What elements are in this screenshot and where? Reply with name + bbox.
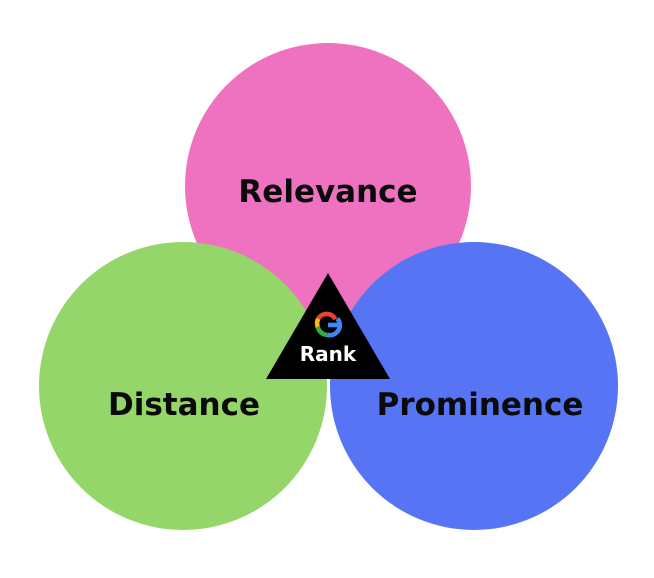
prominence-circle [330, 242, 618, 530]
rank-label: Rank [300, 342, 357, 366]
relevance-circle [185, 43, 471, 329]
prominence-label: Prominence [377, 387, 584, 423]
google-g-icon [314, 311, 343, 338]
distance-label: Distance [108, 387, 260, 423]
distance-circle [39, 242, 327, 530]
relevance-label: Relevance [238, 174, 417, 210]
